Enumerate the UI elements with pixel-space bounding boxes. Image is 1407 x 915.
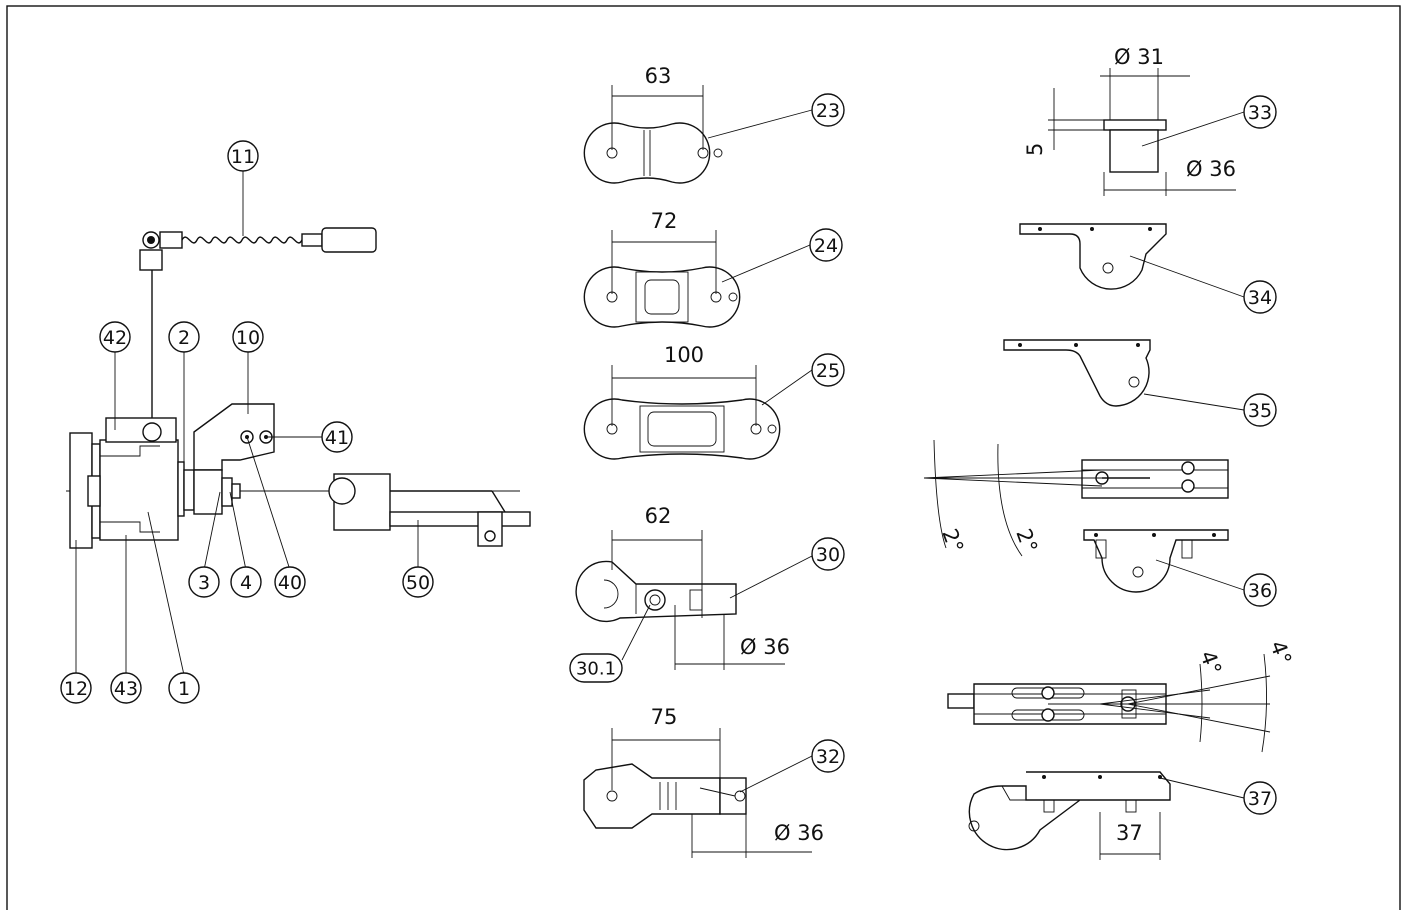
svg-text:11: 11: [231, 146, 255, 168]
dim-75: 75: [651, 705, 678, 729]
top-block: [105, 417, 177, 443]
callout-42: 42: [99, 321, 131, 353]
part-36: 2° 2° 36: [923, 439, 1277, 607]
svg-text:3: 3: [198, 572, 210, 594]
main-assembly: 11 42 2 10 41 3 4 40 50 12 43 1: [60, 140, 531, 704]
dim-72: 72: [651, 209, 678, 233]
svg-text:1: 1: [178, 678, 190, 700]
dim-63: 63: [645, 64, 672, 88]
part-23: 63 23: [583, 64, 845, 184]
part-33: Ø 31 Ø 36 5 33: [1023, 45, 1277, 196]
svg-text:34: 34: [1248, 287, 1272, 309]
svg-text:42: 42: [103, 327, 127, 349]
callout-10: 10: [232, 321, 264, 353]
callout-25: 25: [811, 353, 845, 387]
angle-37-b: 4°: [1265, 638, 1296, 669]
callout-41: 41: [321, 421, 353, 453]
callout-33: 33: [1243, 95, 1277, 129]
svg-text:2: 2: [178, 327, 190, 349]
callout-1: 1: [168, 672, 200, 704]
dim-37: 37: [1116, 821, 1143, 845]
dim-62: 62: [645, 504, 672, 528]
callout-11: 11: [227, 140, 259, 172]
callout-32: 32: [811, 739, 845, 773]
callout-35: 35: [1243, 393, 1277, 427]
part-37: 4° 4° 37 37: [947, 638, 1296, 860]
angle-37-a: 4°: [1195, 648, 1226, 679]
svg-text:30.1: 30.1: [576, 659, 616, 680]
callout-50: 50: [402, 566, 434, 598]
callout-24: 24: [809, 228, 843, 262]
part-24: 72 24: [583, 209, 843, 328]
svg-text:10: 10: [236, 327, 260, 349]
callout-12: 12: [60, 672, 92, 704]
dim-33-height: 5: [1023, 143, 1047, 156]
rod: [389, 511, 531, 527]
svg-text:36: 36: [1248, 580, 1272, 602]
svg-text:50: 50: [406, 572, 430, 594]
svg-text:41: 41: [325, 427, 349, 449]
svg-text:40: 40: [278, 572, 302, 594]
actuator-body: [99, 439, 179, 541]
dim-33-bottom-diameter: Ø 36: [1186, 157, 1236, 181]
sheet-border: [6, 5, 1401, 915]
callout-34: 34: [1243, 280, 1277, 314]
dim-33-top-diameter: Ø 31: [1114, 45, 1164, 69]
callout-40: 40: [274, 566, 306, 598]
svg-text:4: 4: [240, 572, 252, 594]
svg-text:24: 24: [814, 235, 838, 257]
callout-4: 4: [230, 566, 262, 598]
svg-text:23: 23: [816, 100, 840, 122]
part-25: 100 25: [583, 343, 845, 460]
part-34: 34: [1019, 223, 1277, 314]
callout-30: 30: [811, 537, 845, 571]
angle-36-b: 2°: [1011, 526, 1042, 557]
part-35: 35: [1003, 339, 1277, 427]
cable-connector: [321, 227, 377, 253]
angle-36-a: 2°: [937, 526, 968, 557]
callout-3: 3: [188, 566, 220, 598]
svg-text:33: 33: [1248, 102, 1272, 124]
part-32: 75 Ø 36 32: [583, 705, 845, 858]
svg-text:37: 37: [1248, 788, 1272, 810]
dim-32-diameter: Ø 36: [774, 821, 824, 845]
svg-text:25: 25: [816, 360, 840, 382]
callout-37: 37: [1243, 781, 1277, 815]
svg-text:35: 35: [1248, 400, 1272, 422]
svg-text:32: 32: [816, 746, 840, 768]
callout-36: 36: [1243, 573, 1277, 607]
svg-text:30: 30: [816, 544, 840, 566]
part-30: 62 Ø 36 30 30.1: [569, 504, 845, 683]
dim-30-diameter: Ø 36: [740, 635, 790, 659]
dim-100: 100: [664, 343, 704, 367]
svg-text:12: 12: [64, 678, 88, 700]
callout-30-1: 30.1: [569, 653, 623, 683]
coiled-cable: [181, 236, 303, 244]
svg-text:43: 43: [114, 678, 138, 700]
callout-23: 23: [811, 93, 845, 127]
callout-43: 43: [110, 672, 142, 704]
callout-2: 2: [168, 321, 200, 353]
